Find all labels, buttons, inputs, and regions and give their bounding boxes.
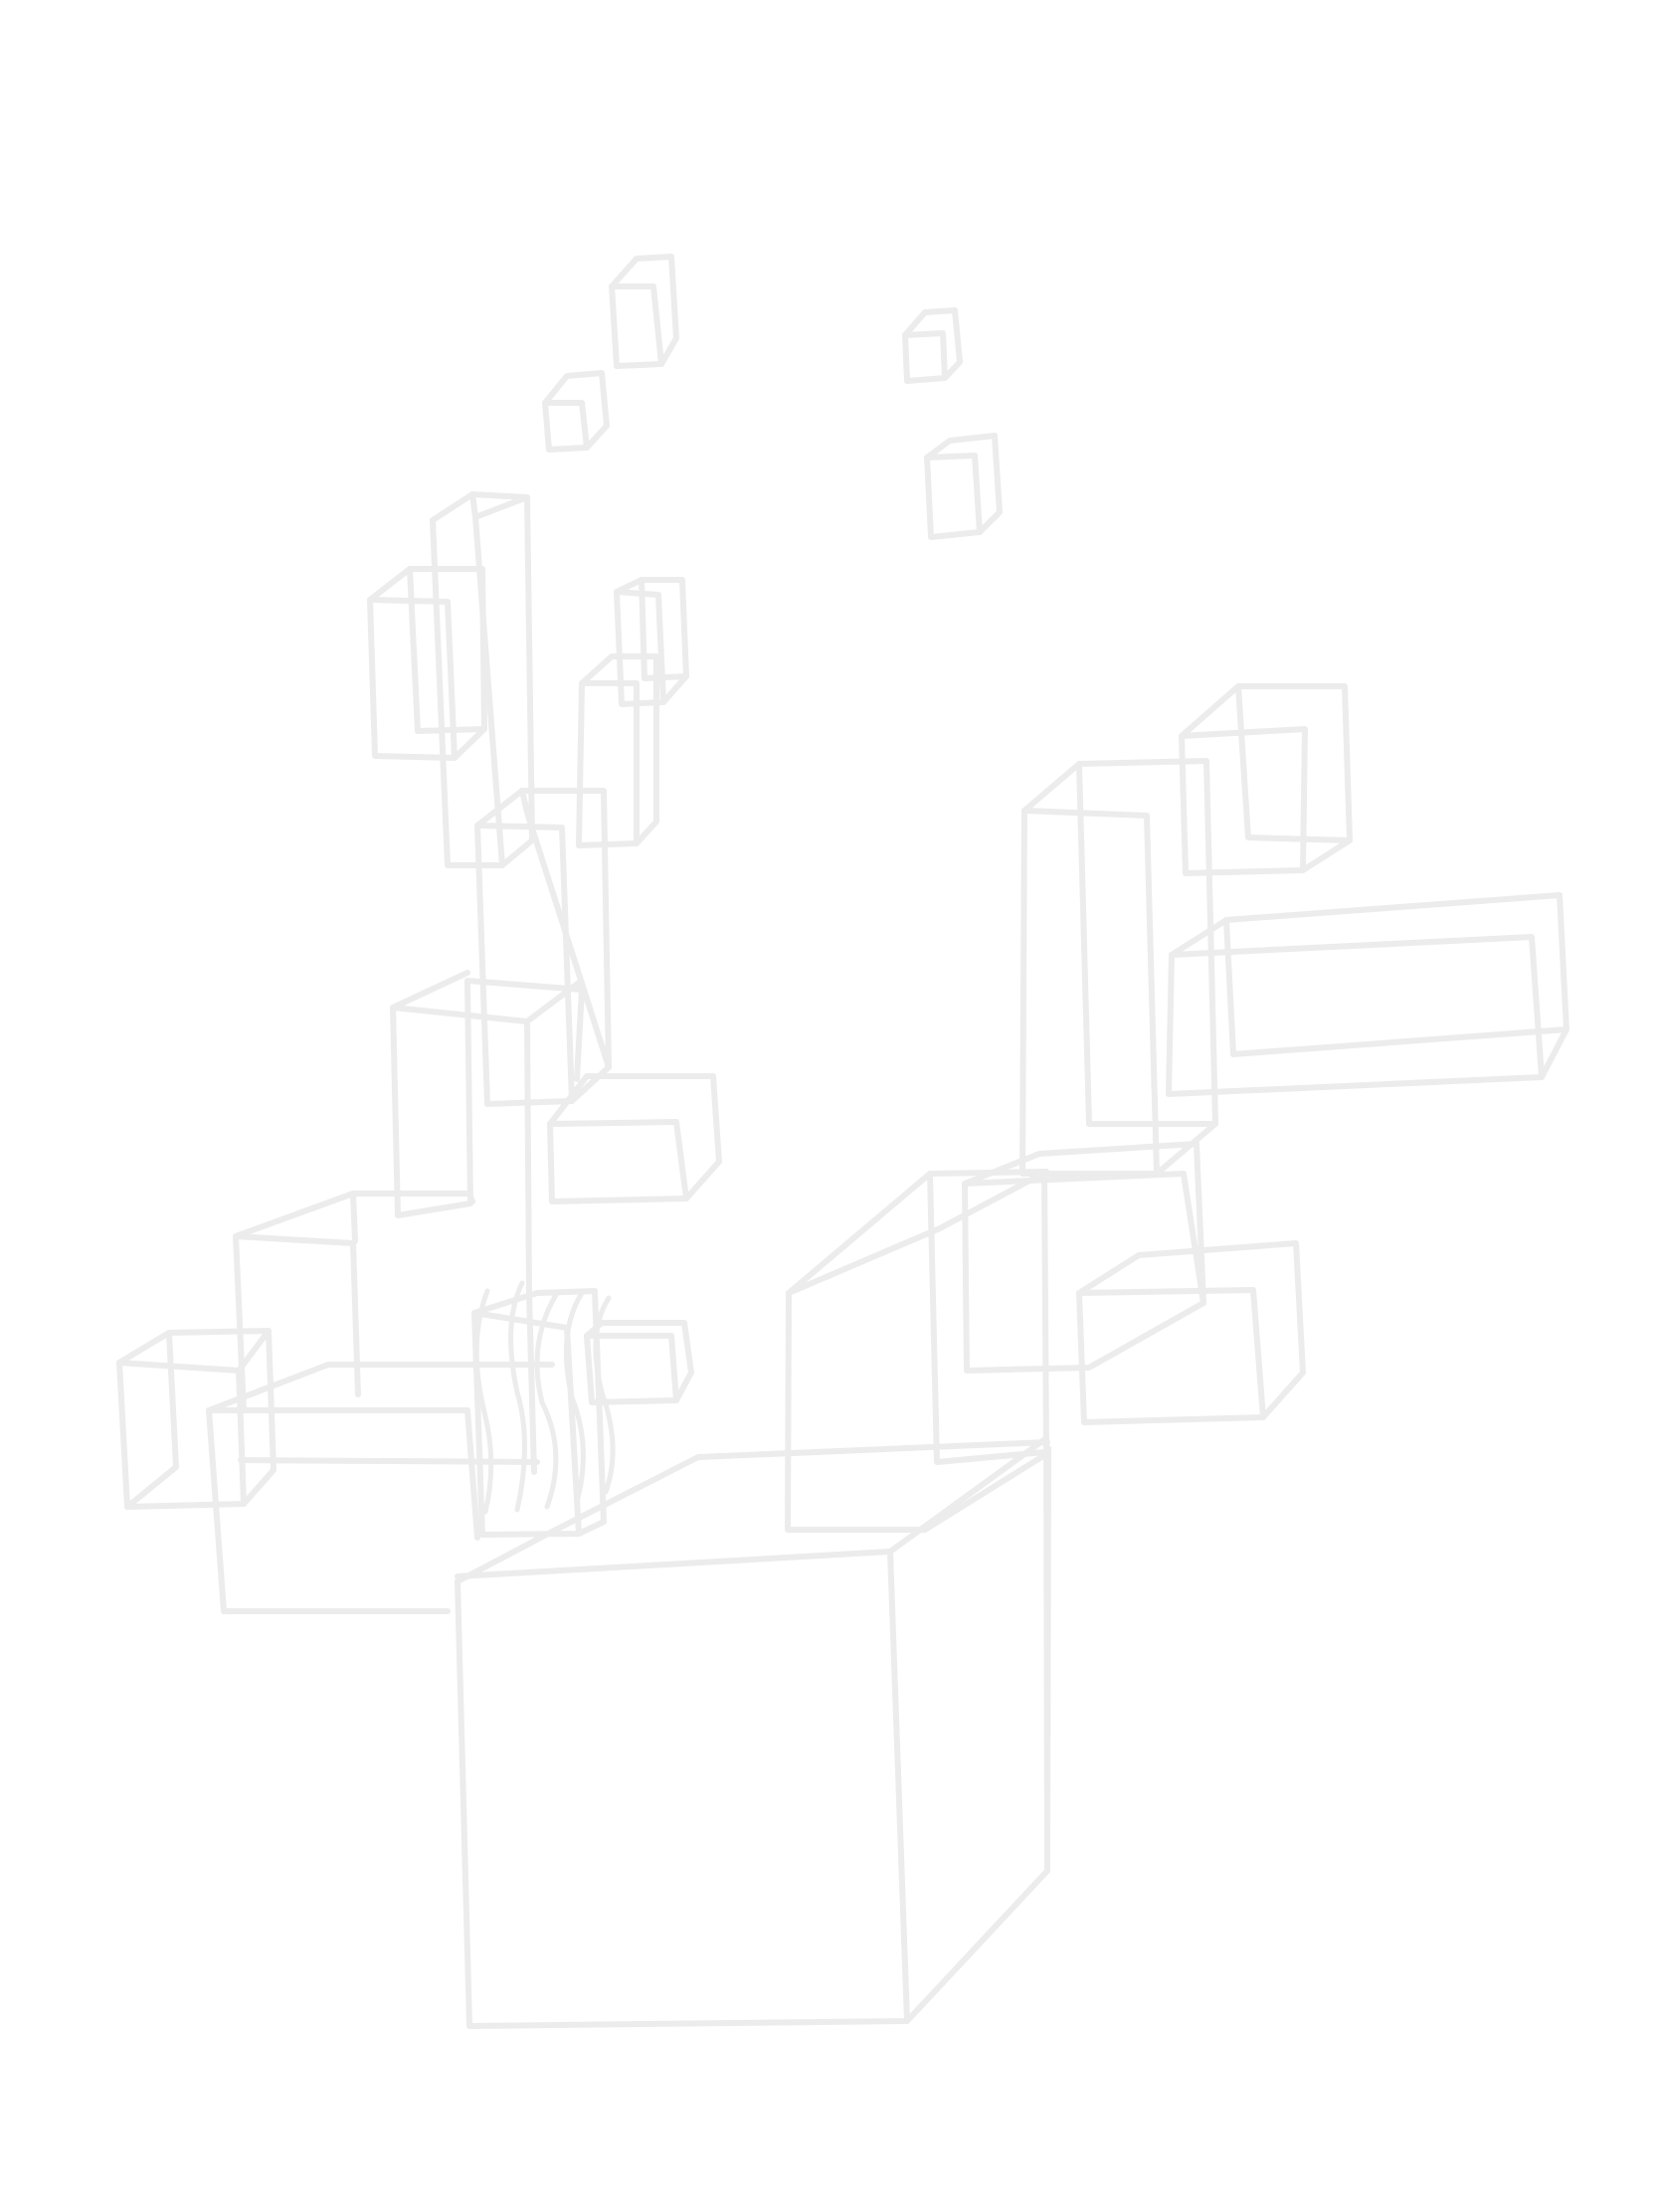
small-cube-top-1 (614, 577, 689, 707)
wireframe-cubes (116, 254, 1569, 2029)
right-long-block (1166, 892, 1569, 1097)
right-small-cube (1076, 1240, 1306, 1425)
upper-left-medium-cube (367, 566, 487, 761)
center-thin-column (576, 653, 659, 848)
right-top-cube (1179, 683, 1353, 876)
wavy-connectors (473, 1280, 616, 1515)
lower-center-cube (471, 1288, 607, 1538)
upper-left-pillar (430, 491, 535, 868)
center-upper-column (474, 788, 612, 1107)
right-lower-cube (962, 1141, 1206, 1374)
small-cube-top-3 (542, 370, 610, 453)
right-tall-column (1019, 758, 1218, 1177)
small-cube-top-2 (609, 254, 679, 369)
left-small-cube (116, 1328, 276, 1510)
lower-center-small-block (584, 1320, 694, 1405)
small-cube-top-5 (924, 433, 1003, 540)
center-tall-cube (785, 1169, 1049, 1533)
center-right-block (547, 1073, 722, 1204)
base-cube (455, 1435, 1051, 2029)
small-cube-top-4 (902, 307, 963, 384)
